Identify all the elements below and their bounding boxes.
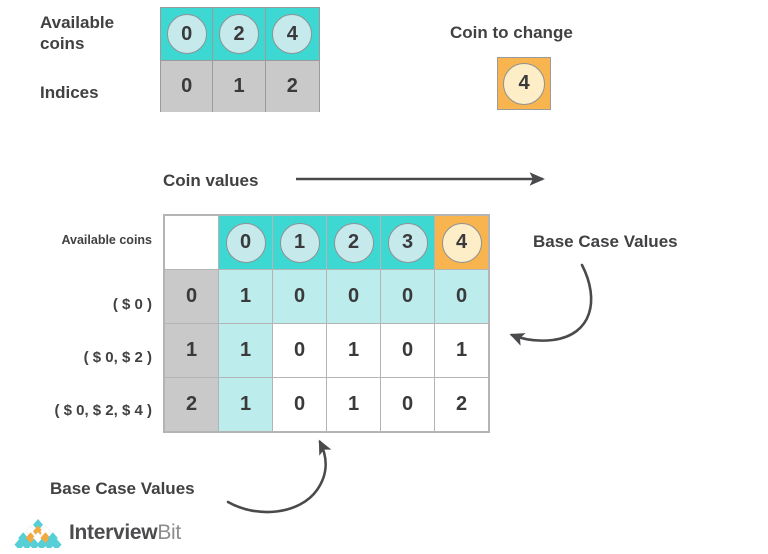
coin-token: 0: [225, 222, 266, 263]
coin-token: 2: [333, 222, 374, 263]
coin-cell: 2: [213, 8, 266, 60]
coin-to-change-token: 4: [503, 62, 545, 105]
matrix-row: 1 1 0 1 0 1: [164, 323, 489, 378]
matrix-corner-cell: [164, 215, 219, 270]
base-case-values-bottom-label: Base Case Values: [50, 479, 195, 498]
base-case-right-arrow: [509, 263, 593, 346]
coins-strip-indices-row: 0 1 2: [161, 60, 319, 112]
indices-label: Indices: [40, 83, 99, 102]
matrix-cell: 1: [218, 377, 273, 432]
logo-name-light: Bit: [157, 521, 181, 544]
matrix-column-header: 1: [272, 215, 327, 270]
matrix-row-index: 1: [164, 323, 219, 378]
matrix-cell: 1: [218, 269, 273, 324]
interviewbit-logo: InterviewBit: [14, 518, 181, 548]
index-cell: 0: [161, 61, 214, 112]
matrix-row: 2 1 0 1 0 2: [164, 377, 489, 432]
matrix-header-row: 0 1 2 3 4: [164, 215, 489, 270]
matrix-cell: 0: [272, 377, 327, 432]
dp-matrix-table: 0 1 2 3 4 0 1 0 0 0: [164, 215, 489, 432]
matrix-row-index: 2: [164, 377, 219, 432]
coin-to-change-label: Coin to change: [450, 23, 573, 42]
matrix-cell: 1: [326, 377, 381, 432]
interviewbit-logo-mark: [14, 519, 62, 548]
coin-token: 4: [441, 222, 482, 263]
coins-strip: 0 2 4 0 1 2: [160, 7, 320, 112]
matrix-cell: 0: [380, 377, 435, 432]
matrix-column-header: 3: [380, 215, 435, 270]
coin-to-change-box: 4: [497, 57, 551, 110]
coin-cell: 0: [161, 8, 214, 60]
coin-token: 0: [166, 14, 207, 54]
coin-cell: 4: [265, 8, 319, 60]
matrix-cell: 1: [434, 323, 489, 378]
interviewbit-logo-text: InterviewBit: [69, 521, 181, 545]
coins-strip-values-row: 0 2 4: [161, 8, 319, 60]
matrix-cell: 1: [218, 323, 273, 378]
base-case-values-right-label: Base Case Values: [533, 232, 678, 251]
matrix-row: 0 1 0 0 0 0: [164, 269, 489, 324]
matrix-row-label-2: ( $ 0, $ 2, $ 4 ): [54, 402, 152, 419]
matrix-row-label-1: ( $ 0, $ 2 ): [83, 349, 152, 366]
matrix-cell: 1: [326, 323, 381, 378]
matrix-cell: 0: [272, 323, 327, 378]
coin-token: 4: [272, 14, 313, 54]
matrix-row-index: 0: [164, 269, 219, 324]
matrix-cell: 0: [272, 269, 327, 324]
coin-token: 2: [219, 14, 260, 54]
index-cell: 1: [213, 61, 266, 112]
matrix-cell: 2: [434, 377, 489, 432]
coin-token: 1: [279, 222, 320, 263]
base-case-bottom-arrow: [226, 439, 332, 514]
matrix-row-label-0: ( $ 0 ): [112, 296, 152, 313]
matrix-column-header: 0: [218, 215, 273, 270]
available-coins-label: Available coins: [40, 13, 115, 54]
matrix-header-row-label: Available coins: [61, 233, 152, 247]
logo-name-bold: Interview: [69, 521, 158, 544]
matrix-cell: 0: [380, 323, 435, 378]
matrix-cell: 0: [434, 269, 489, 324]
matrix-cell: 0: [380, 269, 435, 324]
matrix-column-header: 2: [326, 215, 381, 270]
index-cell: 2: [265, 61, 319, 112]
coin-values-axis-label: Coin values: [163, 171, 259, 190]
matrix-cell: 0: [326, 269, 381, 324]
coin-token: 3: [387, 222, 428, 263]
matrix-column-header-highlighted: 4: [434, 215, 489, 270]
dp-matrix: 0 1 2 3 4 0 1 0 0 0: [163, 214, 490, 433]
